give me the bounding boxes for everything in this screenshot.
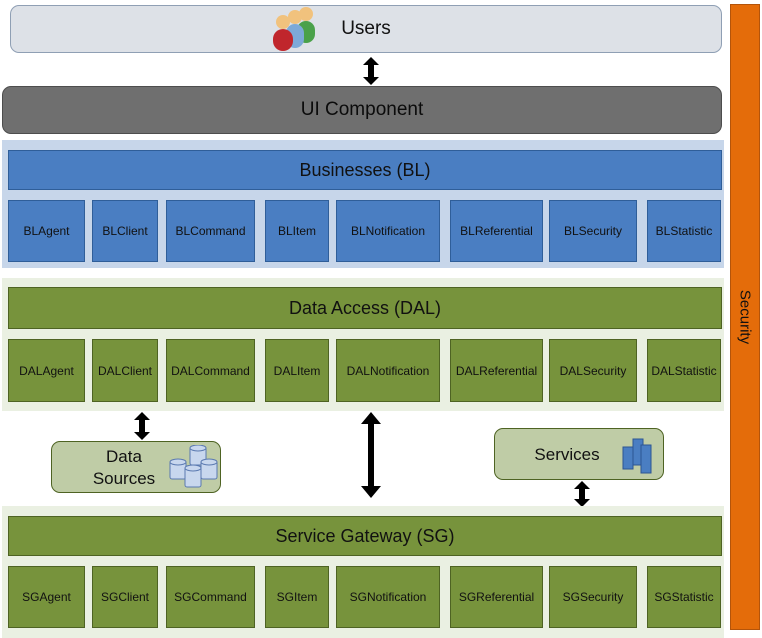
security-bar: Security bbox=[730, 4, 760, 630]
sg-module: SGReferential bbox=[450, 566, 543, 628]
sg-module: SGNotification bbox=[336, 566, 440, 628]
bl-module: BLClient bbox=[92, 200, 158, 262]
dal-module: DALCommand bbox=[166, 339, 255, 402]
data-sources-box: Data Sources bbox=[51, 441, 221, 493]
business-title-label: Businesses (BL) bbox=[299, 159, 431, 180]
services-label: Services bbox=[534, 445, 600, 464]
bl-module: BLCommand bbox=[166, 200, 255, 262]
dal-gateway-arrow bbox=[361, 412, 381, 498]
dal-module: DALReferential bbox=[450, 339, 543, 402]
bl-module: BLStatistic bbox=[647, 200, 721, 262]
ui-component-label: UI Component bbox=[300, 99, 424, 120]
dal-module: DALItem bbox=[265, 339, 329, 402]
dal-module: DALClient bbox=[92, 339, 158, 402]
sg-module: SGSecurity bbox=[549, 566, 637, 628]
dal-module: DALSecurity bbox=[549, 339, 637, 402]
ui-component-layer: UI Component bbox=[2, 86, 722, 134]
dal-layer-title: Data Access (DAL) bbox=[8, 287, 722, 329]
bl-module: BLSecurity bbox=[549, 200, 637, 262]
gateway-title-label: Service Gateway (SG) bbox=[275, 525, 455, 546]
sg-module: SGClient bbox=[92, 566, 158, 628]
users-group-icon bbox=[273, 7, 315, 51]
gateway-layer-title: Service Gateway (SG) bbox=[8, 516, 722, 556]
data-sources-line2: Sources bbox=[92, 469, 156, 488]
bl-module: BLItem bbox=[265, 200, 329, 262]
services-gateway-arrow bbox=[574, 481, 590, 507]
data-sources-line1: Data bbox=[106, 447, 142, 466]
dal-title-label: Data Access (DAL) bbox=[288, 297, 442, 318]
sg-module: SGAgent bbox=[8, 566, 85, 628]
dal-module: DALNotification bbox=[336, 339, 440, 402]
dal-datasources-arrow bbox=[134, 412, 150, 440]
bl-module: BLReferential bbox=[450, 200, 543, 262]
bl-module: BLNotification bbox=[336, 200, 440, 262]
security-label: Security bbox=[736, 289, 754, 345]
dal-module: DALAgent bbox=[8, 339, 85, 402]
users-label: Users bbox=[341, 18, 391, 39]
bl-module: BLAgent bbox=[8, 200, 85, 262]
users-ui-arrow bbox=[363, 57, 379, 85]
users-layer: Users bbox=[10, 5, 722, 53]
sg-module: SGStatistic bbox=[647, 566, 721, 628]
dal-module: DALStatistic bbox=[647, 339, 721, 402]
sg-module: SGItem bbox=[265, 566, 329, 628]
server-rack-icon bbox=[622, 438, 652, 474]
sg-module: SGCommand bbox=[166, 566, 255, 628]
database-cylinders-icon bbox=[169, 445, 218, 488]
business-layer-title: Businesses (BL) bbox=[8, 150, 722, 190]
services-box: Services bbox=[494, 428, 664, 480]
